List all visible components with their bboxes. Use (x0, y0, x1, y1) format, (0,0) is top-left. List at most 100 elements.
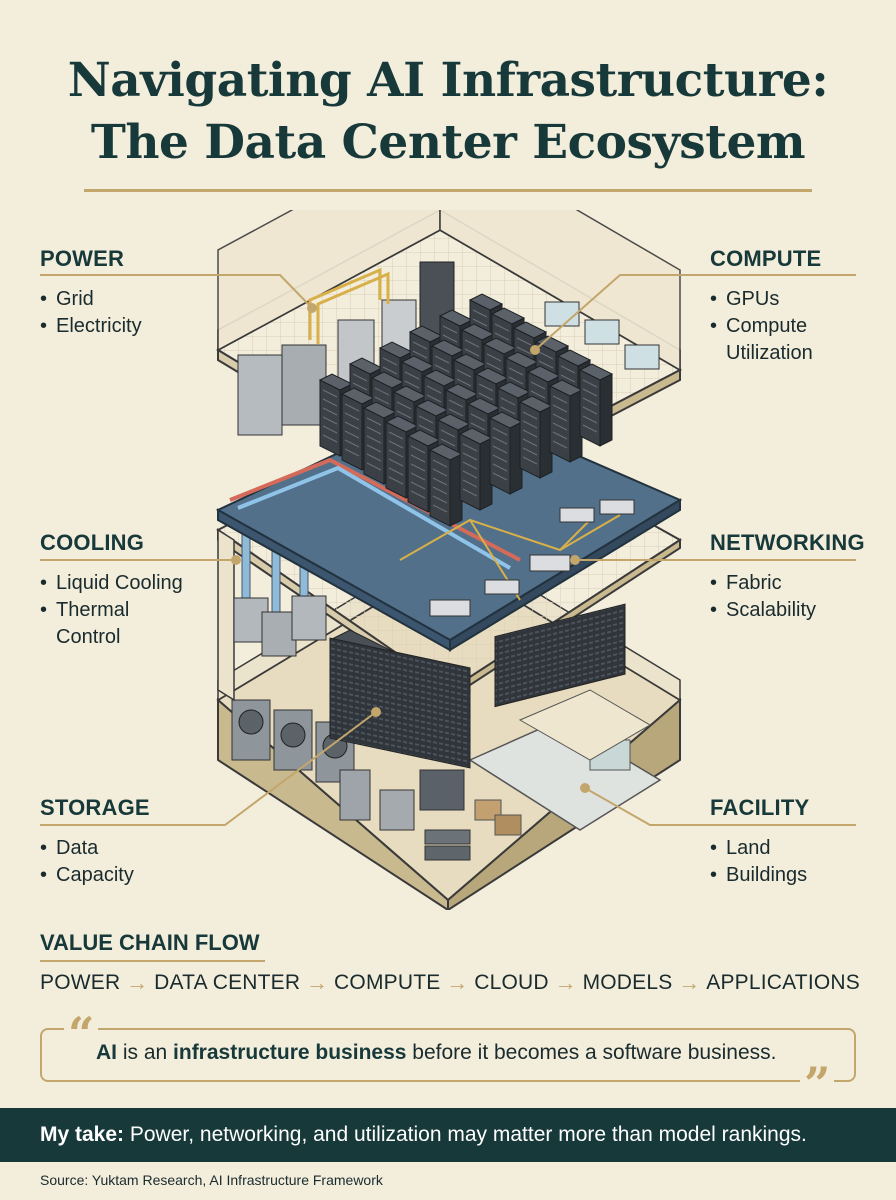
server-slot (582, 397, 598, 406)
server-slot (388, 440, 404, 449)
server-slot (552, 422, 568, 431)
server-slot (462, 479, 478, 488)
server-slot (410, 445, 426, 454)
server-rack (319, 379, 341, 457)
server-slot (396, 410, 412, 419)
server-slot (470, 413, 486, 422)
compute-leader (534, 274, 856, 351)
server-slot (462, 461, 478, 470)
category-heading: POWER (40, 246, 125, 271)
server-slot (560, 365, 576, 374)
server-slot (552, 440, 568, 449)
server-slot (440, 429, 456, 438)
list-item: Buildings (710, 862, 809, 889)
server-slot (500, 406, 516, 415)
server-slot (492, 454, 508, 463)
server-slot (552, 413, 568, 422)
server-slot (410, 490, 426, 499)
server-slot (508, 367, 524, 376)
category-storage: STORAGE Data Capacity (40, 795, 150, 889)
server-rack (549, 385, 571, 463)
server-slot (494, 323, 510, 332)
title-line-1: Navigating AI Infrastructure: (67, 53, 829, 108)
category-networking: NETWORKING Fabric Scalability (710, 530, 865, 624)
server-rack (579, 369, 601, 447)
server-slot (530, 381, 546, 390)
server-rack (385, 421, 407, 499)
server-slot (322, 425, 338, 434)
list-item: Electricity (40, 313, 142, 340)
list-item: Capacity (40, 862, 150, 889)
quote-fragment: before it becomes a software business. (406, 1041, 777, 1064)
facility-leader (584, 787, 856, 826)
server-slot (344, 439, 360, 448)
list-item: Land (710, 835, 809, 862)
category-power: POWER Grid Electricity (40, 246, 142, 340)
server-slot (388, 476, 404, 485)
server-slot (366, 417, 382, 426)
value-chain-heading: VALUE CHAIN FLOW (40, 930, 260, 955)
server-slot (418, 415, 434, 424)
server-slot (344, 403, 360, 412)
server-rack-top (468, 293, 504, 311)
server-rack (429, 449, 451, 527)
server-slot (396, 401, 412, 410)
server-slot (426, 385, 442, 394)
server-rack-top (534, 335, 570, 353)
server-slot (388, 449, 404, 458)
server-slot (432, 495, 448, 504)
list-item-text: Thermal (56, 599, 130, 621)
server-slot (462, 452, 478, 461)
server-slot (344, 430, 360, 439)
server-rack (407, 435, 429, 513)
list-item: GPUs (710, 286, 821, 313)
server-slot (508, 376, 524, 385)
server-slot (522, 411, 538, 420)
server-rack (489, 417, 511, 495)
server-slot (434, 364, 450, 373)
close-quote-icon: ” (800, 1061, 835, 1107)
server-slot (426, 394, 442, 403)
server-slot (440, 438, 456, 447)
server-slot (464, 339, 480, 348)
arrow-right-icon: → (554, 970, 577, 995)
open-quote-icon: “ (64, 1011, 99, 1057)
value-chain-underline (40, 960, 265, 962)
category-heading: COOLING (40, 530, 145, 555)
server-slot (366, 426, 382, 435)
value-chain-flow: POWER → DATA CENTER → COMPUTE → CLOUD → … (40, 970, 860, 996)
server-slot (522, 447, 538, 456)
take-banner: My take: Power, networking, and utilizat… (0, 1108, 896, 1162)
server-slot (522, 456, 538, 465)
server-slot (552, 395, 568, 404)
flow-step: MODELS (582, 971, 673, 994)
server-slot (522, 438, 538, 447)
server-slot (322, 416, 338, 425)
server-slot (448, 408, 464, 417)
server-rack-side (599, 373, 613, 447)
server-slot (432, 468, 448, 477)
list-item: Liquid Cooling (40, 570, 183, 597)
page-title: Navigating AI Infrastructure: The Data C… (0, 50, 896, 174)
source-note: Source: Yuktam Research, AI Infrastructu… (40, 1172, 383, 1188)
server-slot (492, 427, 508, 436)
server-slot (494, 332, 510, 341)
datacenter-illustration (40, 210, 856, 910)
take-text: Power, networking, and utilization may m… (124, 1123, 807, 1146)
server-slot (366, 462, 382, 471)
flow-step: APPLICATIONS (706, 971, 860, 994)
title-underline (84, 189, 812, 192)
server-slot (434, 355, 450, 364)
server-slot (492, 445, 508, 454)
server-slot (410, 454, 426, 463)
server-slot (552, 431, 568, 440)
server-slot (582, 424, 598, 433)
list-item: Data (40, 835, 150, 862)
server-slot (492, 472, 508, 481)
server-rack (519, 401, 541, 479)
middle-rack-block (328, 629, 472, 769)
server-slot (538, 360, 554, 369)
server-slot (448, 399, 464, 408)
